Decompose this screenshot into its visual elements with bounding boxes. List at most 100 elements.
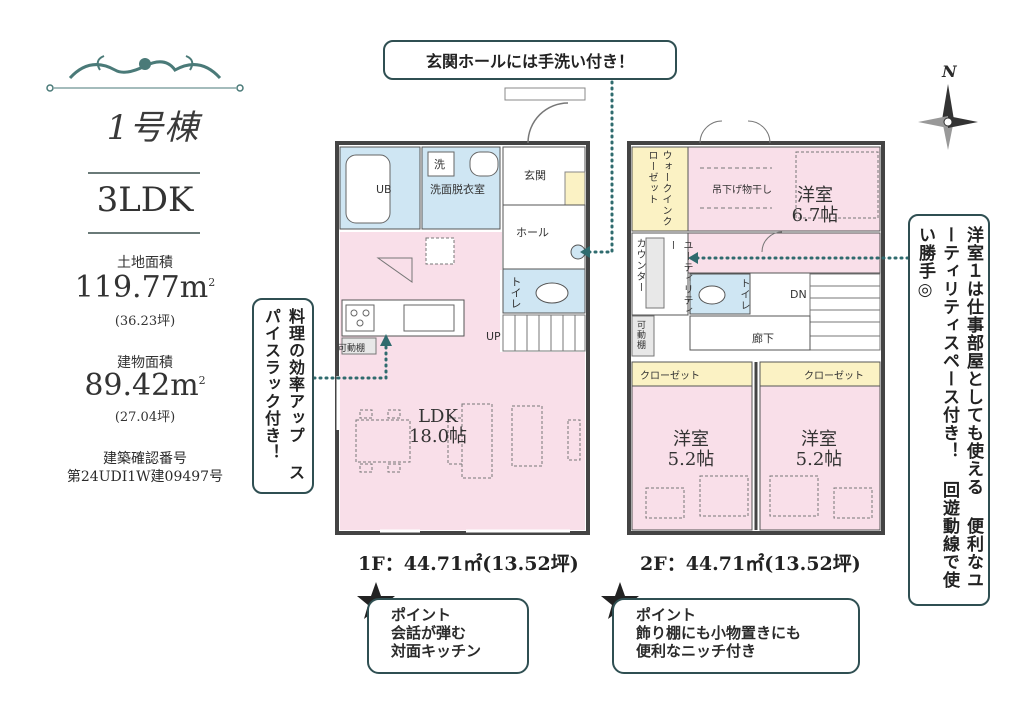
callout-entrance: 玄関ホールには手洗い付き！: [383, 40, 677, 80]
room2-size: 5.2帖: [667, 449, 715, 470]
building-name: 1号棟: [106, 108, 200, 148]
callout-room1-text: 洋室１は仕事部屋としても使える 便利なユーティリティスペース付き！ 回遊動線で使…: [915, 226, 983, 589]
sink-icon: [469, 151, 499, 177]
front-door-swing: [527, 102, 569, 144]
ldk-size: 18.0帖: [408, 426, 468, 447]
room1-desk: [795, 151, 879, 219]
wic-label: ウォークインクローゼット: [646, 150, 671, 227]
genkan-label: 玄関: [524, 169, 546, 182]
divider-top: [88, 172, 200, 174]
permit-label: 建築確認番号: [103, 451, 187, 467]
ornament-flourish: [46, 55, 244, 92]
room3-area: [759, 385, 881, 531]
stairs-2f: [809, 273, 881, 351]
toilet2-icon: [698, 285, 726, 305]
ldk-name: LDK: [418, 406, 458, 427]
room2-area: [631, 385, 753, 531]
room3-size: 5.2帖: [795, 449, 843, 470]
callout-kitchen-text: 料理の効率アップ スパイスラック付き！: [262, 308, 305, 481]
kadou2-shelf: [631, 315, 655, 357]
closet-a-label: クローゼット: [640, 371, 700, 382]
corridor-area: [689, 315, 811, 351]
bathtub-icon: [345, 154, 391, 224]
toilet2-label: トイレ: [738, 278, 749, 311]
point-box-1: ポイント 会話が弾む 対面キッチン: [367, 598, 529, 674]
up-label: UP: [486, 330, 501, 343]
wash-label: 洗面脱衣室: [430, 183, 485, 196]
building-area-number: 89.42m: [84, 368, 199, 403]
building-area-sup: 2: [198, 374, 206, 387]
corridor-label: 廊下: [752, 332, 774, 345]
closet-b: [759, 361, 881, 387]
point2-line2: 便利なニッチ付き: [636, 642, 757, 660]
floor2-area: 2F：44.71㎡(13.52坪): [640, 553, 861, 575]
room2-name: 洋室: [673, 429, 709, 450]
toilet-label: トイレ: [509, 276, 522, 309]
building-area-value: 89.42m2: [60, 368, 230, 403]
callout-entrance-text: 玄関ホールには手洗い付き！: [425, 52, 634, 71]
closet-a: [631, 361, 753, 387]
tv-board: [567, 419, 581, 461]
stairs-1f: [502, 314, 586, 352]
building-area-label: 建物面積: [117, 355, 173, 371]
kitchen-sink-icon: [403, 304, 455, 332]
floor1-area: 1F：44.71㎡(13.52坪): [358, 553, 579, 575]
utility-area: [687, 232, 881, 274]
land-area-tsubo: (36.23坪): [114, 314, 176, 329]
point1-line2: 対面キッチン: [391, 642, 482, 660]
divider-bottom: [88, 232, 200, 234]
dn-label: DN: [790, 288, 807, 301]
counter-label: カウンター: [634, 238, 645, 293]
room1-area: [687, 146, 881, 232]
washer-icon: [427, 151, 455, 177]
toilet-icon: [535, 282, 569, 304]
point2-label: ポイント: [636, 606, 697, 624]
land-area-label: 土地面積: [117, 255, 173, 271]
leader-entrance: [578, 74, 614, 254]
kadou2-label: 可動棚: [635, 320, 645, 350]
room1-size: 6.7帖: [791, 205, 839, 226]
land-area-number: 119.77m: [74, 270, 209, 305]
spice-rack: [341, 337, 377, 355]
room1-label: 洋室 6.7帖: [780, 186, 850, 226]
permit-number: 第24UDI1W建09497号: [66, 469, 224, 485]
closet-b-label: クローゼット: [804, 371, 864, 382]
point1-label: ポイント: [391, 606, 452, 624]
ldk-label: LDK 18.0帖: [398, 407, 478, 447]
porch: [504, 87, 586, 101]
sofa: [447, 403, 543, 479]
point1-line1: 会話が弾む: [391, 624, 467, 642]
compass-icon: [918, 84, 978, 150]
compass-label: N: [942, 62, 957, 81]
callout-room1: 洋室１は仕事部屋としても使える 便利なユーティリティスペース付き！ 回遊動線で使…: [908, 214, 990, 606]
callout-kitchen: 料理の効率アップ スパイスラック付き！: [252, 298, 314, 494]
layout-type: 3LDK: [96, 180, 194, 220]
ub-label: UB: [376, 183, 392, 196]
floor1-plan: [335, 87, 590, 535]
wash-mark: 洗: [434, 158, 445, 171]
fridge-icon: [425, 237, 455, 265]
counter-top: [645, 237, 665, 309]
point2-line1: 飾り棚にも小物置きにも: [636, 624, 802, 642]
range-hood: [376, 257, 413, 283]
hoshi-label: 吊下げ物干し: [712, 185, 772, 196]
room3-label: 洋室 5.2帖: [784, 430, 854, 470]
land-area-sup: 2: [208, 276, 216, 289]
room2-furniture: [645, 475, 749, 519]
room3-name: 洋室: [801, 429, 837, 450]
room2-label: 洋室 5.2帖: [656, 430, 726, 470]
kadou-label: 可動棚: [338, 344, 366, 354]
stove-icon: [345, 304, 375, 332]
leader-lines: [312, 74, 910, 380]
room3-furniture: [769, 475, 873, 519]
leader-kitchen: [312, 338, 388, 380]
dining-set: [355, 409, 411, 473]
building-area-tsubo: (27.04坪): [114, 410, 176, 425]
room1-name: 洋室: [797, 185, 833, 206]
land-area-value: 119.77m2: [60, 270, 230, 305]
wic-area: [631, 146, 689, 232]
point-box-2: ポイント 飾り棚にも小物置きにも 便利なニッチ付き: [612, 598, 860, 674]
utility-label: ユーティリティー: [666, 240, 692, 317]
hall-label: ホール: [516, 226, 549, 239]
